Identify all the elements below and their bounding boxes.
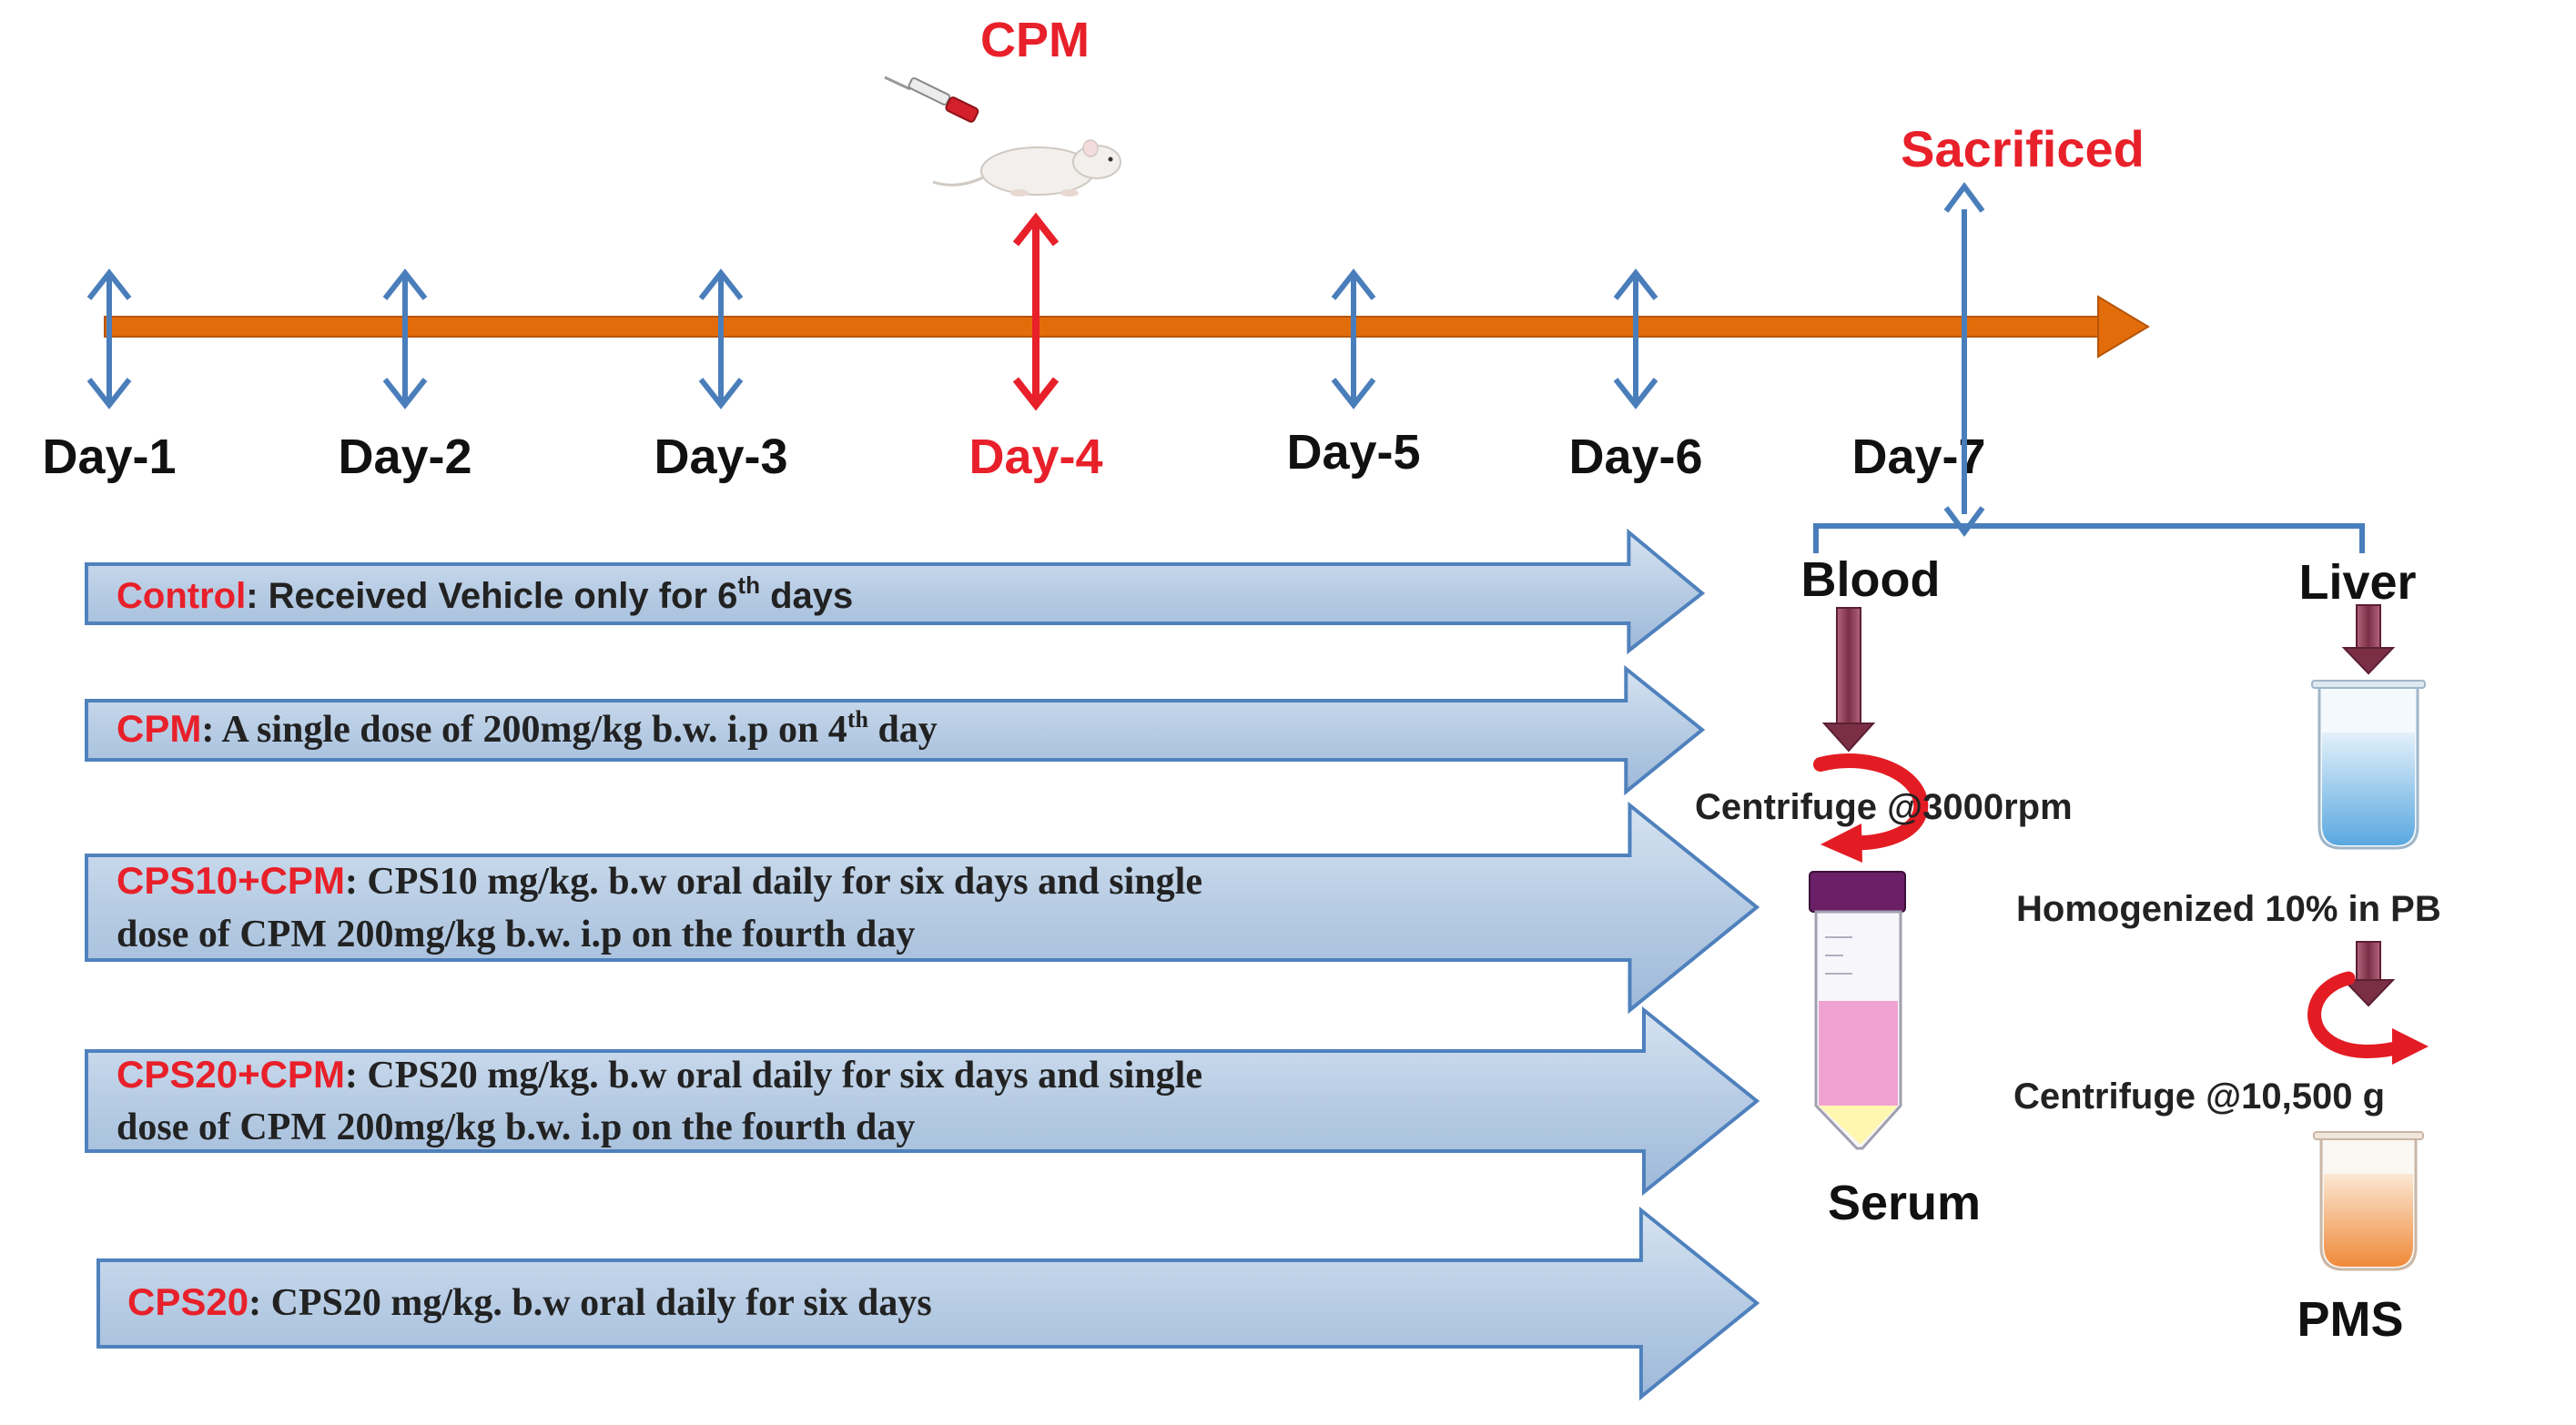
centrifuge-rotation-icon-liver [2307,971,2429,1065]
day-tick-arrow-3 [698,268,744,409]
serum-label: Serum [1828,1176,1981,1230]
day7-sacrifice-arrow [1943,181,1985,538]
centrifuge-blood-label: Centrifuge @3000rpm [1695,787,2073,827]
pms-label: PMS [2297,1292,2403,1347]
day-label-1: Day-1 [42,430,176,484]
cpm-label: CPM [980,13,1090,67]
day-label-2: Day-2 [338,430,472,484]
group-arrow-control [85,528,1706,655]
group-cpm-tail: day [868,709,938,751]
group-arrow-cpm [85,664,1706,796]
homogenized-label: Homogenized 10% in PB [2016,889,2441,929]
group-cpm-name: CPM [117,707,201,750]
group-arrows [85,528,1760,1401]
group-cps10cpm-desc1: : CPS10 mg/kg. b.w oral daily for six da… [345,861,1202,903]
group-cps10cpm-line2: dose of CPM 200mg/kg b.w. i.p on the fou… [117,914,915,955]
group-cps20-name: CPS20 [127,1280,248,1323]
day-tick-arrow-1 [86,268,132,409]
day-tick-arrow-2 [382,268,428,409]
syringe-icon [884,76,979,123]
group-control-text: Control: Received Vehicle only for 6th d… [117,571,853,616]
pms-beaker-icon [2313,1131,2424,1271]
liver-label: Liver [2298,555,2416,610]
day-tick-arrow-4 [1012,212,1060,411]
centrifuge-rotation-icon-blood [1813,753,1929,863]
day-label-6: Day-6 [1568,430,1702,484]
group-cps20-text: CPS20: CPS20 mg/kg. b.w oral daily for s… [127,1280,932,1324]
group-control-name: Control [117,576,246,616]
group-arrow-cps20 [96,1206,1760,1401]
group-arrow-cps10cpm [85,801,1760,1015]
day-tick-arrow-5 [1331,268,1376,409]
group-cps10cpm-name: CPS10+CPM [117,859,345,902]
sample-split-bracket [1813,523,2365,553]
group-cps20cpm-name: CPS20+CPM [117,1053,345,1096]
group-cpm-sup: th [847,706,869,733]
serum-tube-icon [1809,871,1906,1150]
group-arrow-cps20cpm [85,1006,1760,1197]
day-label-5: Day-5 [1286,425,1420,480]
day-tick-arrow-6 [1613,268,1658,409]
day-label-4: Day-4 [969,430,1102,484]
group-control-sup: th [737,571,760,599]
blood-down-arrow [1821,607,1876,753]
group-control-desc: : Received Vehicle only for 6 [246,576,737,616]
homogenate-down-arrow [2341,941,2396,1007]
group-cps20cpm-line2: dose of CPM 200mg/kg b.w. i.p on the fou… [117,1107,915,1148]
sacrificed-label: Sacrificed [1901,120,2145,177]
group-cps10cpm-line1: CPS10+CPM: CPS10 mg/kg. b.w oral daily f… [117,859,1202,903]
group-cps20-desc: : CPS20 mg/kg. b.w oral daily for six da… [248,1282,932,1324]
group-cpm-desc: : A single dose of 200mg/kg b.w. i.p on … [201,709,847,751]
blood-label: Blood [1801,552,1941,607]
centrifuge-liver-label: Centrifuge @10,500 g [2013,1076,2385,1117]
group-control-tail: days [760,576,853,616]
day-ticks [86,212,1658,411]
group-cps20cpm-desc1: : CPS20 mg/kg. b.w oral daily for six da… [345,1055,1202,1097]
group-cps20cpm-line1: CPS20+CPM: CPS20 mg/kg. b.w oral daily f… [117,1053,1202,1097]
group-cpm-text: CPM: A single dose of 200mg/kg b.w. i.p … [117,706,938,751]
liver-homogenate-beaker-icon [2311,680,2426,850]
mouse-icon [932,139,1121,197]
timeline-arrow [104,295,2150,359]
liver-down-arrow [2341,604,2396,675]
day-label-3: Day-3 [654,430,787,484]
